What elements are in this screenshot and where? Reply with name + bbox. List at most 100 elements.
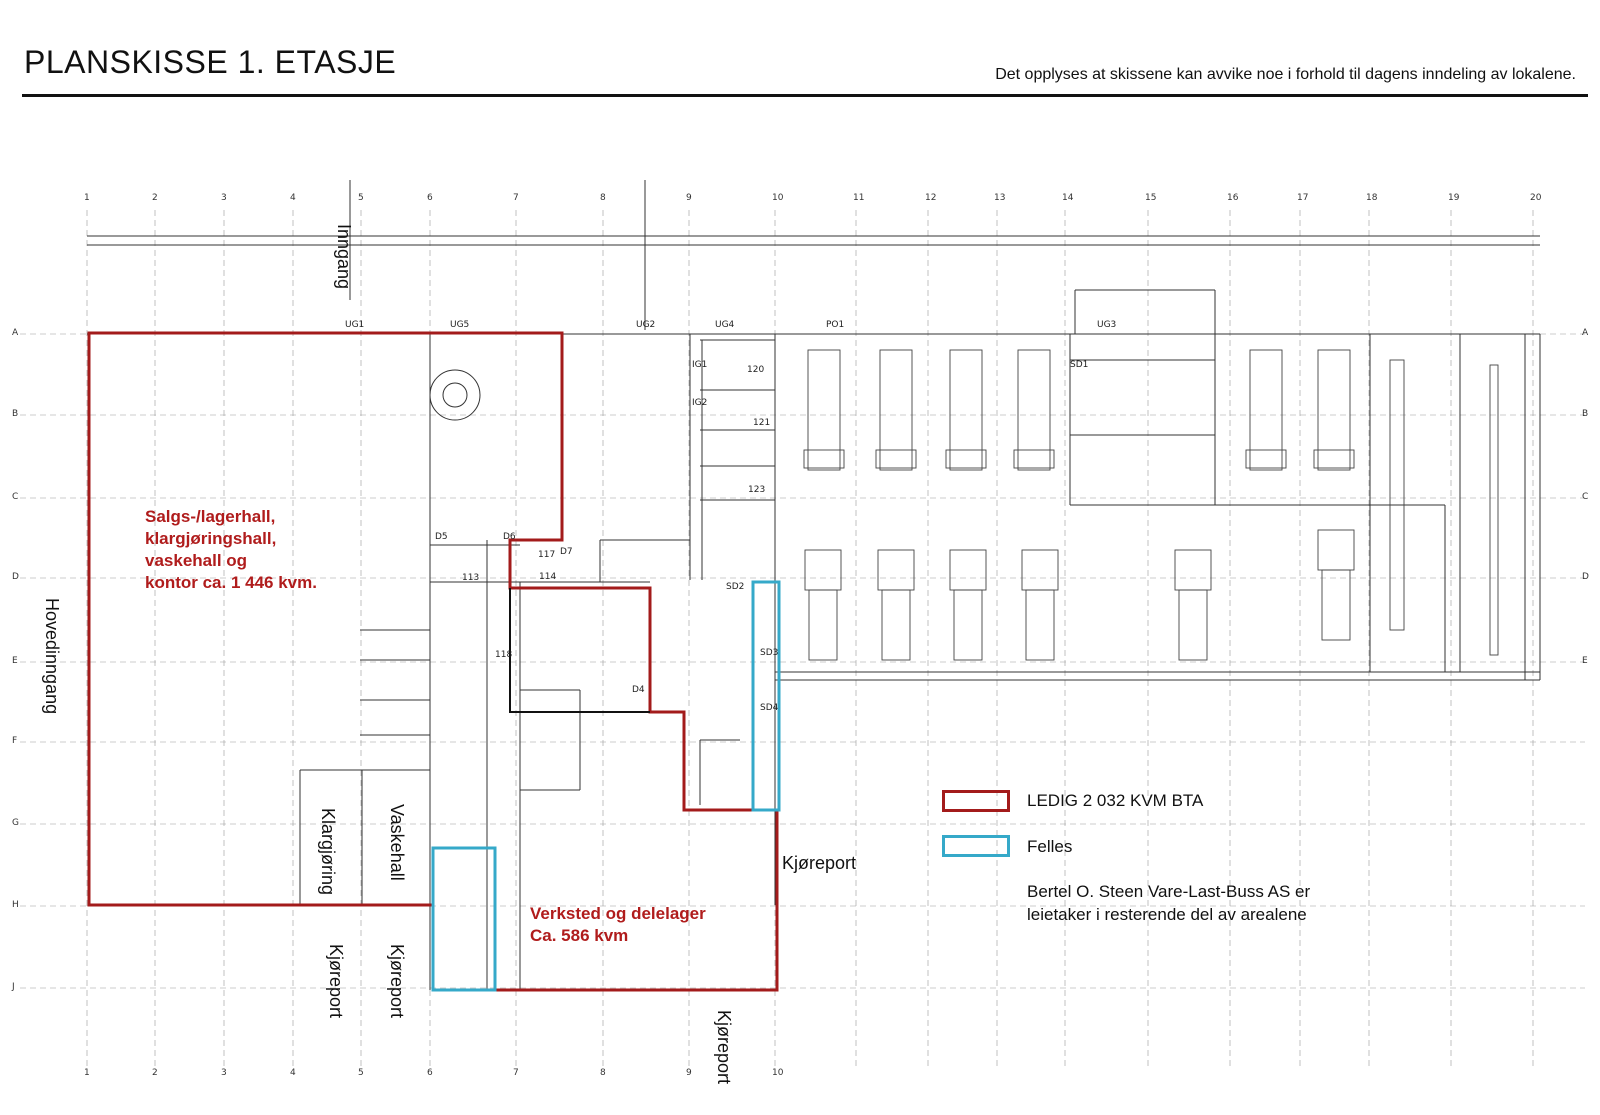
grid-row-label-J-left: J (12, 982, 15, 992)
grid-col-label-20-top: 20 (1530, 193, 1542, 203)
rack (1489, 364, 1499, 656)
grid-col-label-15-top: 15 (1145, 193, 1157, 203)
zone-delelager-inner (509, 588, 650, 713)
vehicle-top-cab-2 (945, 449, 987, 469)
zone-felles-2 (751, 580, 781, 812)
grid-col-label-19-top: 19 (1448, 193, 1460, 203)
legend-note-line-2: leietaker i resterende del av arealene (1027, 905, 1307, 924)
room-tag-114: 114 (539, 572, 557, 582)
grid-col-label-17-top: 17 (1297, 193, 1309, 203)
vehicle-top-4 (1249, 349, 1283, 471)
room-tag-123: 123 (748, 485, 766, 495)
room-tag-ug5: UG5 (450, 320, 470, 330)
legend-swatch-felles (942, 835, 1010, 857)
grid-col-label-3-top: 3 (221, 193, 227, 203)
kjoreport-label-right: Kjøreport (782, 853, 857, 873)
vehicle-top-cab-1 (875, 449, 917, 469)
grid-row-label-A-left: A (12, 328, 19, 338)
room-tag-120: 120 (747, 365, 765, 375)
vehicle-bot-4 (1178, 589, 1208, 661)
main-area-line-4: kontor ca. 1 446 kvm. (145, 573, 317, 592)
header-divider (22, 94, 1588, 97)
room-tag-d6: D6 (503, 532, 516, 542)
vehicle-bot-0 (808, 589, 838, 661)
legend-label-ledig: LEDIG 2 032 KVM BTA (1027, 791, 1204, 810)
disclaimer-note: Det opplyses at skissene kan avvike noe … (995, 66, 1576, 83)
vehicle-top-1 (879, 349, 913, 471)
kjoreport-label-1: Kjøreport (326, 944, 346, 1019)
grid-col-label-1-top: 1 (84, 193, 90, 203)
grid-row-label-E-right: E (1582, 656, 1588, 666)
grid-col-label-10-top: 10 (772, 193, 784, 203)
room-tag-ig1: IG1 (692, 360, 708, 370)
kjoreport-label-2: Kjøreport (387, 944, 407, 1019)
vehicle-bot-cab-2 (949, 549, 987, 591)
grid-row-label-D-left: D (12, 572, 19, 582)
legend-label-felles: Felles (1027, 837, 1073, 856)
grid-col-label-4-top: 4 (290, 193, 296, 203)
grid-row-label-H-left: H (12, 900, 19, 910)
vehicle-outlines (803, 349, 1499, 661)
grid-col-label-18-top: 18 (1366, 193, 1378, 203)
vehicle-top-cab-3 (1013, 449, 1055, 469)
room-tag-sd2: SD2 (726, 582, 745, 592)
room-tag-ug4: UG4 (715, 320, 735, 330)
grid-col-label-6-bottom: 6 (427, 1068, 433, 1078)
zone-felles-1 (431, 846, 497, 992)
grid-col-label-9-bottom: 9 (686, 1068, 692, 1078)
vehicle-bot-cab-1 (877, 549, 915, 591)
vehicle-bot-cab-4 (1174, 549, 1212, 591)
grid-row-label-B-left: B (12, 409, 19, 419)
workshop-area-line-2: Ca. 586 kvm (530, 926, 629, 945)
grid-col-label-13-top: 13 (994, 193, 1006, 203)
vehicle-bot-2 (953, 589, 983, 661)
room-tag-ig2: IG2 (692, 398, 708, 408)
room-tag-113: 113 (462, 573, 480, 583)
door-swing-2 (442, 382, 468, 408)
vehicle-bot-3 (1025, 589, 1055, 661)
grid-col-label-6-top: 6 (427, 193, 433, 203)
room-tag-d4: D4 (632, 685, 645, 695)
klargjoring-label: Klargjøring (318, 808, 338, 896)
grid-row-label-F-left: F (12, 736, 18, 746)
vaskehall-label: Vaskehall (387, 804, 407, 881)
page-title: PLANSKISSE 1. ETASJE (24, 44, 397, 80)
workshop-area-label: Verksted og delelager Ca. 586 kvm (530, 903, 706, 947)
grid-row-label-B-right: B (1582, 409, 1589, 419)
vehicle-bot-1 (881, 589, 911, 661)
grid-col-label-14-top: 14 (1062, 193, 1074, 203)
grid-col-label-10-bottom: 10 (772, 1068, 784, 1078)
legend-swatch-ledig (942, 790, 1010, 812)
room-tag-ug2: UG2 (636, 320, 656, 330)
vehicle-top-2 (949, 349, 983, 471)
grid-col-label-8-top: 8 (600, 193, 606, 203)
vehicle-top-cab-0 (803, 449, 845, 469)
room-tag-118: 118 (495, 650, 513, 660)
vehicle-top-3 (1017, 349, 1051, 471)
grid-col-label-8-bottom: 8 (600, 1068, 606, 1078)
grid-col-label-3-bottom: 3 (221, 1068, 227, 1078)
inngang-label: Inngang (334, 224, 354, 290)
grid-col-label-7-top: 7 (513, 193, 519, 203)
room-tag-sd4: SD4 (760, 703, 779, 713)
vehicle-top-cab-5 (1313, 449, 1355, 469)
room-tag-ug3: UG3 (1097, 320, 1117, 330)
grid-row-label-E-left: E (12, 656, 18, 666)
grid-col-label-9-top: 9 (686, 193, 692, 203)
grid-row-label-C-right: C (1582, 492, 1589, 502)
grid-col-label-1-bottom: 1 (84, 1068, 90, 1078)
kjoreport-label-3: Kjøreport (714, 1010, 734, 1085)
vehicle-bot-cab-3 (1021, 549, 1059, 591)
vehicle-top-5 (1317, 349, 1351, 471)
grid-col-label-7-bottom: 7 (513, 1068, 519, 1078)
vehicle-top-cab-4 (1245, 449, 1287, 469)
room-tag-sd1: SD1 (1070, 360, 1089, 370)
hovedinngang-label: Hovedinngang (42, 598, 62, 715)
grid-col-label-11-top: 11 (853, 193, 865, 203)
room-tag-121: 121 (753, 418, 771, 428)
main-area-line-2: klargjøringshall, (145, 529, 277, 548)
vehicle-top-0 (807, 349, 841, 471)
vehicle-bot-cab-0 (804, 549, 842, 591)
grid-row-label-G-left: G (12, 818, 19, 828)
